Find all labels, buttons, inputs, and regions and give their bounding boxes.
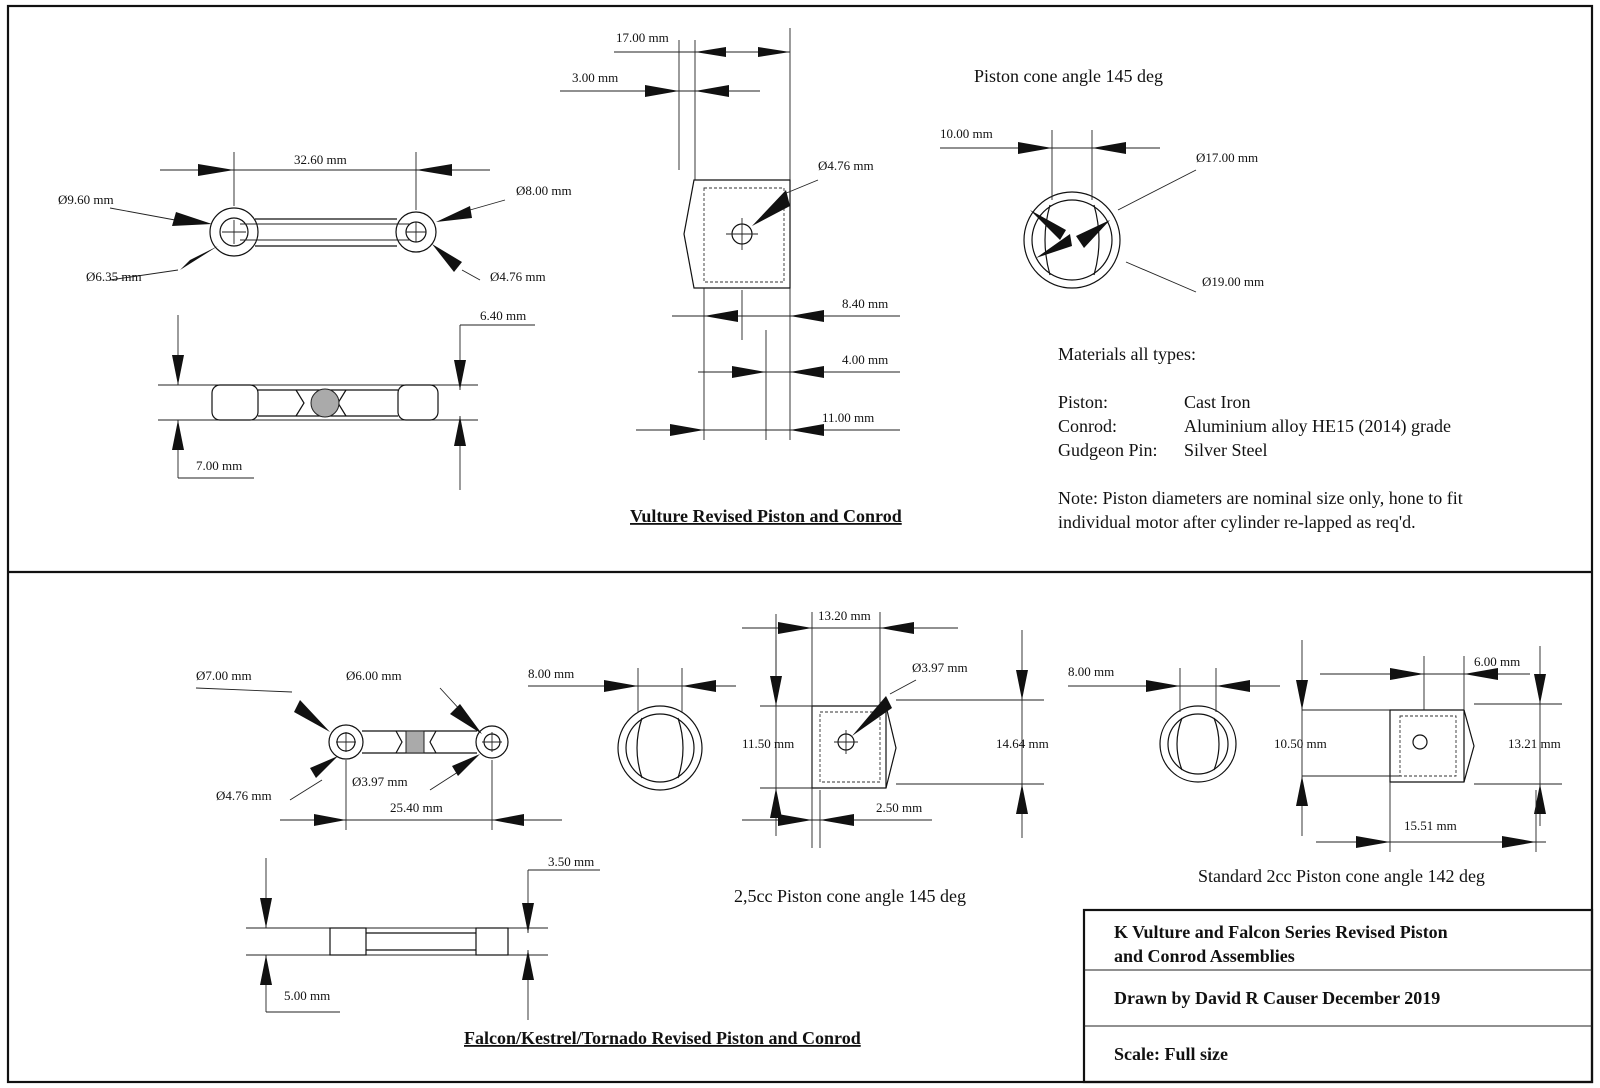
falcon-conrod-plan <box>195 687 562 830</box>
dim-32-60: 32.60 mm <box>294 152 347 167</box>
dim-d7-00: Ø7.00 mm <box>196 668 252 683</box>
dim-4-00: 4.00 mm <box>842 352 888 367</box>
dim-3-00: 3.00 mm <box>572 70 618 85</box>
dim-15-51: 15.51 mm <box>1404 818 1457 833</box>
dim-d4-76-rod: Ø4.76 mm <box>490 269 546 284</box>
dim-11-50: 11.50 mm <box>742 736 794 751</box>
cone-note-25cc: 2,5cc Piston cone angle 145 deg <box>734 886 966 906</box>
note-line-1: Note: Piston diameters are nominal size … <box>1058 488 1463 508</box>
falcon-conrod-side <box>246 858 600 1020</box>
mat-conrod-val: Aluminium alloy HE15 (2014) grade <box>1184 416 1451 437</box>
mat-piston-key: Piston: <box>1058 392 1108 412</box>
dim-3-50: 3.50 mm <box>548 854 594 869</box>
dim-b-8-00: 8.00 mm <box>1068 664 1114 679</box>
dim-10-00: 10.00 mm <box>940 126 993 141</box>
piston-2cc-end <box>1068 668 1280 783</box>
dim-5-00: 5.00 mm <box>284 988 330 1003</box>
materials-heading: Materials all types: <box>1058 344 1196 364</box>
title-block-line-1: K Vulture and Falcon Series Revised Pist… <box>1114 922 1448 942</box>
piston-25cc-end <box>528 668 736 791</box>
title-block-drawn: Drawn by David R Causer December 2019 <box>1114 988 1440 1008</box>
vulture-piston-end <box>940 130 1197 293</box>
dim-d17-00: Ø17.00 mm <box>1196 150 1258 165</box>
vulture-conrod-side <box>158 315 535 490</box>
dim-d8-00: Ø8.00 mm <box>516 183 572 198</box>
dim-7-00: 7.00 mm <box>196 458 242 473</box>
falcon-title: Falcon/Kestrel/Tornado Revised Piston an… <box>464 1028 861 1048</box>
dim-a-8-00: 8.00 mm <box>528 666 574 681</box>
title-block-line-2: and Conrod Assemblies <box>1114 946 1295 966</box>
mat-pin-val: Silver Steel <box>1184 440 1268 460</box>
dim-14-64: 14.64 mm <box>996 736 1049 751</box>
dim-d19-00: Ø19.00 mm <box>1202 274 1264 289</box>
vulture-piston <box>560 28 900 440</box>
cone-note-vulture: Piston cone angle 145 deg <box>974 66 1163 86</box>
cone-note-2cc: Standard 2cc Piston cone angle 142 deg <box>1198 866 1485 886</box>
dim-d6-35: Ø6.35 mm <box>86 269 142 284</box>
dim-2-50: 2.50 mm <box>876 800 922 815</box>
mat-pin-key: Gudgeon Pin: <box>1058 440 1158 460</box>
dim-d3-97-falcon: Ø3.97 mm <box>352 774 408 789</box>
dim-d6-00: Ø6.00 mm <box>346 668 402 683</box>
piston-25cc-side <box>742 612 1044 848</box>
vulture-title: Vulture Revised Piston and Conrod <box>630 506 902 526</box>
dim-25-40: 25.40 mm <box>390 800 443 815</box>
vulture-conrod-plan <box>109 152 506 281</box>
dim-13-21: 13.21 mm <box>1508 736 1561 751</box>
dim-13-20: 13.20 mm <box>818 608 871 623</box>
piston-2cc-side <box>1296 640 1562 852</box>
dim-d4-76-falcon: Ø4.76 mm <box>216 788 272 803</box>
mat-conrod-key: Conrod: <box>1058 416 1117 436</box>
dim-a-d3-97: Ø3.97 mm <box>912 660 968 675</box>
mat-piston-val: Cast Iron <box>1184 392 1251 412</box>
dim-d9-60: Ø9.60 mm <box>58 192 114 207</box>
dim-6-00: 6.00 mm <box>1474 654 1520 669</box>
dim-17-00: 17.00 mm <box>616 30 669 45</box>
sheet-border <box>6 4 1594 1084</box>
dim-11-00: 11.00 mm <box>822 410 874 425</box>
dim-10-50: 10.50 mm <box>1274 736 1327 751</box>
title-block-scale: Scale: Full size <box>1114 1044 1228 1064</box>
dim-pin-4-76: Ø4.76 mm <box>818 158 874 173</box>
title-block <box>1082 908 1594 1084</box>
dim-8-40: 8.40 mm <box>842 296 888 311</box>
dim-6-40: 6.40 mm <box>480 308 526 323</box>
note-line-2: individual motor after cylinder re-lappe… <box>1058 512 1416 532</box>
